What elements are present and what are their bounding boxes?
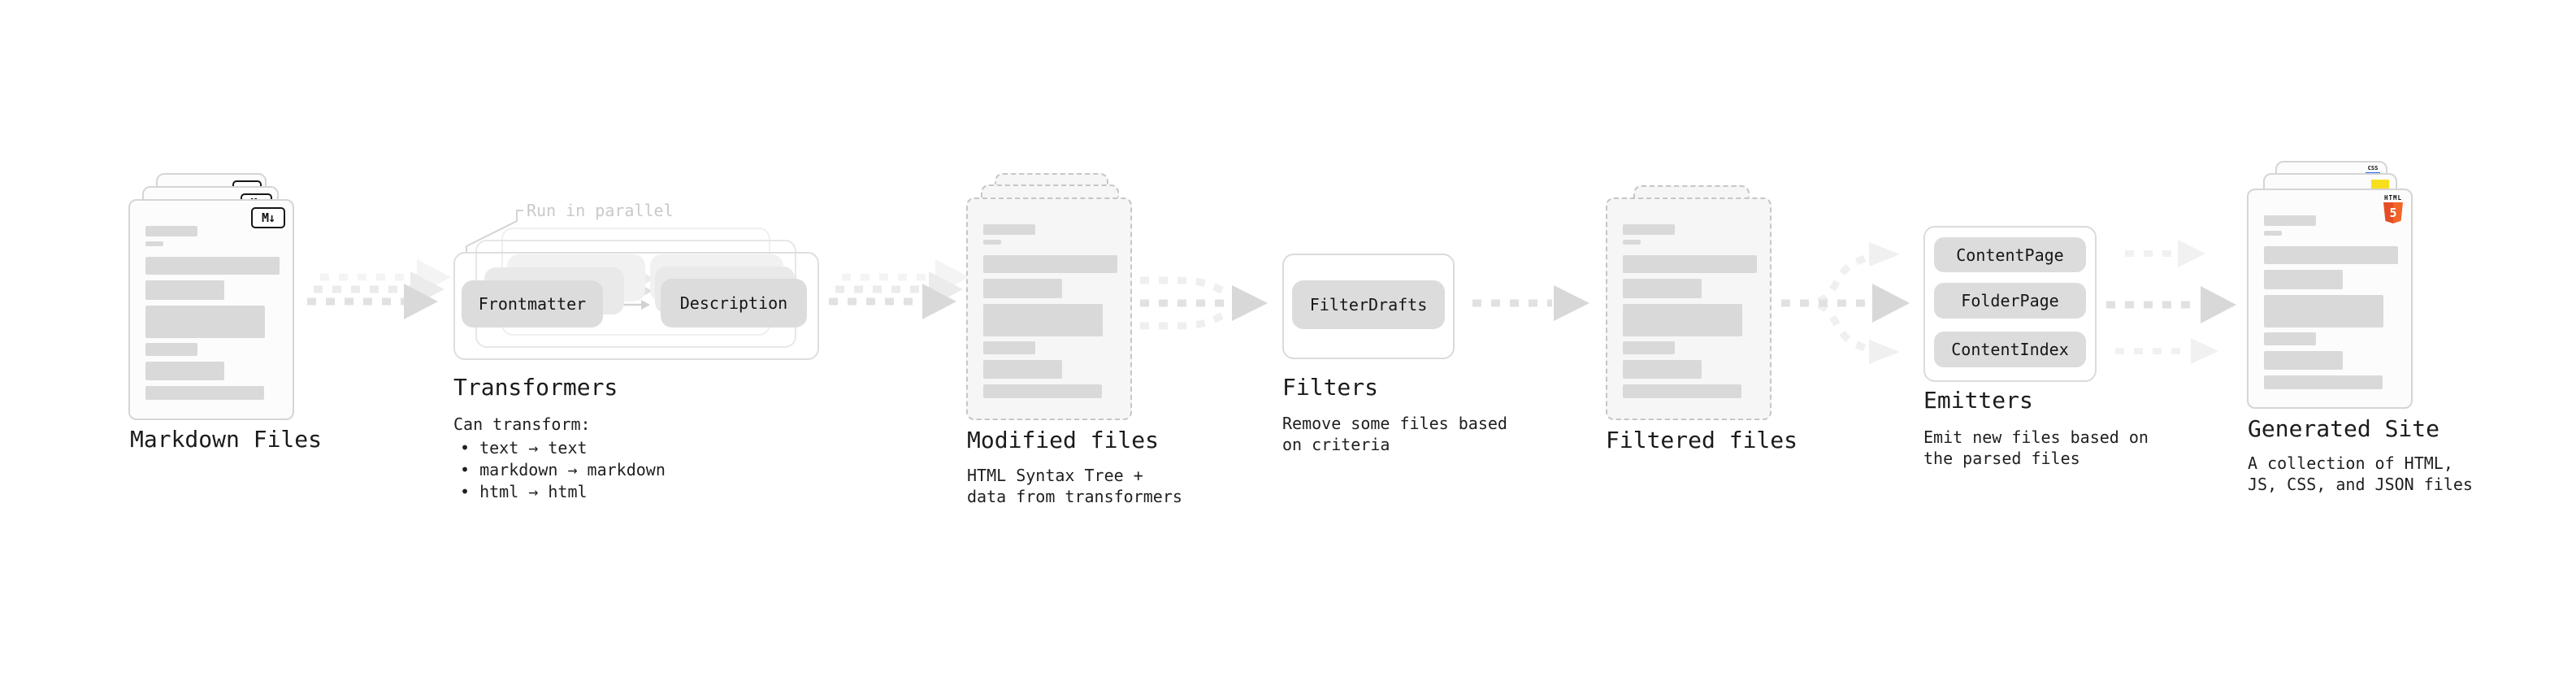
arrow-transformers-to-modified [829, 259, 969, 319]
document-skeleton [2249, 190, 2411, 407]
skeleton-text-bar [983, 255, 1117, 273]
js-file-icon [2371, 180, 2389, 190]
skeleton-text-bar [2264, 270, 2343, 289]
skeleton-text-bar [145, 257, 280, 275]
transformer-card-front [453, 252, 819, 360]
frontmatter-node: Frontmatter [462, 280, 603, 327]
modified-file-front [966, 197, 1132, 420]
filtered-files-label: Filtered files [1606, 427, 1798, 453]
skeleton-text-bar [1623, 341, 1675, 354]
description-line: on criteria [1282, 435, 1390, 454]
arrow-markdown-to-transformers [307, 259, 451, 319]
skeleton-text-bar [145, 241, 163, 246]
contentpage-node: ContentPage [1934, 237, 2086, 272]
generated-site-description: A collection of HTML, JS, CSS, and JSON … [2248, 453, 2473, 495]
description-line: the parsed files [1923, 449, 2080, 468]
run-in-parallel-annotation: Run in parallel [527, 201, 674, 220]
markdown-files-label: Markdown Files [130, 426, 323, 453]
skeleton-text-bar [983, 384, 1102, 398]
skeleton-text-bar [983, 360, 1062, 379]
description-line: data from transformers [967, 487, 1182, 506]
skeleton-text-bar [1623, 240, 1641, 245]
html5-label: HTML [2383, 194, 2403, 202]
skeleton-text-bar [983, 341, 1035, 354]
skeleton-text-bar [983, 224, 1035, 235]
filters-label: Filters [1282, 374, 1379, 401]
skeleton-text-bar [983, 240, 1001, 245]
emitters-box [1923, 226, 2097, 382]
description-line: Remove some files based [1282, 414, 1507, 433]
skeleton-text-bar [2264, 332, 2316, 345]
transformers-bullet-list: • text → text • markdown → markdown • ht… [453, 437, 666, 503]
document-skeleton [130, 201, 293, 419]
skeleton-text-bar [2264, 246, 2398, 264]
filters-description: Remove some files based on criteria [1282, 413, 1507, 455]
skeleton-text-bar [145, 306, 265, 338]
skeleton-text-bar [1623, 360, 1702, 379]
arrow-emitters-to-generated [2106, 240, 2236, 364]
html-file-front: HTML 5 [2247, 189, 2413, 409]
description-line: Emit new files based on [1923, 427, 2149, 447]
markdown-icon: M↓ [251, 207, 285, 228]
modified-files-label: Modified files [967, 427, 1160, 453]
emitters-label: Emitters [1923, 387, 2033, 414]
skeleton-text-bar [2264, 375, 2383, 389]
html5-icon: HTML 5 [2383, 195, 2404, 223]
html5-shield: 5 [2383, 202, 2403, 223]
arrow-filters-to-filtered [1472, 285, 1589, 321]
skeleton-text-bar [983, 279, 1062, 298]
html5-number: 5 [2389, 206, 2397, 220]
filterdrafts-node: FilterDrafts [1292, 280, 1445, 329]
description-line: HTML Syntax Tree + [967, 466, 1143, 485]
skeleton-text-bar [1623, 279, 1702, 298]
transformers-description-title: Can transform: [453, 414, 591, 434]
filters-box [1282, 254, 1455, 359]
bullet-item: • html → html [460, 482, 588, 501]
bullet-item: • markdown → markdown [460, 460, 666, 479]
skeleton-text-bar [2264, 231, 2282, 236]
contentindex-node: ContentIndex [1934, 332, 2086, 367]
emitters-description: Emit new files based on the parsed files [1923, 427, 2149, 469]
transformers-label: Transformers [453, 374, 618, 401]
skeleton-text-bar [2264, 215, 2316, 226]
filtered-file-front [1606, 197, 1772, 420]
skeleton-text-bar [2264, 351, 2343, 370]
css-label: CSS [2367, 165, 2379, 171]
skeleton-text-bar [983, 304, 1103, 336]
skeleton-text-bar [145, 386, 264, 400]
description-line: A collection of HTML, [2248, 453, 2453, 473]
bullet-item: • text → text [460, 438, 588, 458]
document-skeleton [968, 199, 1130, 419]
arrow-modified-to-filters-merge [1140, 276, 1268, 330]
skeleton-text-bar [1623, 304, 1742, 336]
skeleton-text-bar [145, 280, 224, 300]
folderpage-node: FolderPage [1934, 283, 2086, 319]
description-line: JS, CSS, and JSON files [2248, 475, 2473, 494]
skeleton-text-bar [145, 362, 224, 380]
skeleton-text-bar [2264, 295, 2383, 327]
document-skeleton [1607, 199, 1770, 419]
generated-site-label: Generated Site [2248, 415, 2440, 442]
description-node: Description [661, 279, 807, 327]
markdown-file-front: M↓ [128, 199, 294, 420]
skeleton-text-bar [145, 226, 197, 236]
skeleton-text-bar [1623, 384, 1741, 398]
skeleton-text-bar [1623, 224, 1675, 235]
skeleton-text-bar [1623, 255, 1757, 273]
modified-files-description: HTML Syntax Tree + data from transformer… [967, 465, 1182, 507]
arrow-filtered-to-emitters-split [1781, 242, 1910, 364]
skeleton-text-bar [145, 343, 197, 356]
